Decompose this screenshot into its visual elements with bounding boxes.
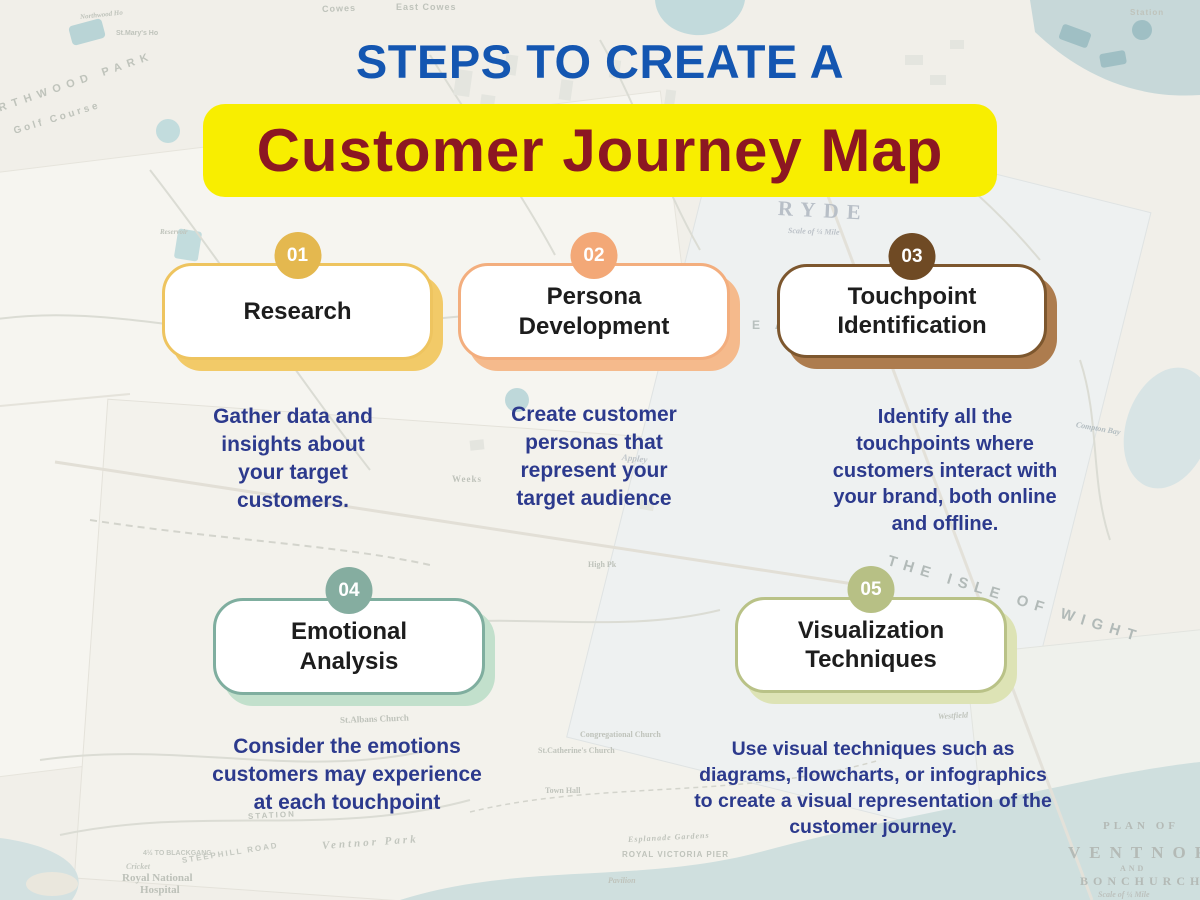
step-3-description: Identify all the touchpoints where custo… xyxy=(832,406,1058,536)
step-4-description: Consider the emotions customers may expe… xyxy=(212,735,482,815)
step-4-emotional-analysis: Emotional Analysis 04 xyxy=(213,567,495,706)
step-2-description: Create customer personas that represent … xyxy=(511,403,677,511)
step-number-badge: 01 xyxy=(274,232,321,279)
step-1-description: Gather data and insights about your targ… xyxy=(213,405,373,513)
step-title: Touchpoint Identification xyxy=(837,282,987,339)
step-2-persona-development: Persona Development 02 xyxy=(458,232,740,371)
step-1-research: Research 01 xyxy=(162,232,443,371)
step-3-touchpoint-identification: Touchpoint Identification 03 xyxy=(777,233,1057,369)
step-title: Persona Development xyxy=(518,283,670,340)
step-number-badge: 04 xyxy=(325,567,373,614)
step-title: Visualization Techniques xyxy=(797,616,945,673)
step-5-visualization-techniques: Visualization Techniques 05 xyxy=(735,566,1017,704)
step-card: Persona Development xyxy=(458,263,730,360)
title-banner: Customer Journey Map xyxy=(203,104,997,197)
step-5-description: Use visual techniques such as diagrams, … xyxy=(694,738,1052,839)
step-number-badge: 02 xyxy=(570,232,618,279)
title-kicker: STEPS TO CREATE A xyxy=(355,35,845,88)
step-number-badge: 05 xyxy=(847,566,895,613)
step-title: Emotional Analysis xyxy=(290,618,407,675)
step-number-badge: 03 xyxy=(888,233,936,280)
page-title: Customer Journey Map xyxy=(256,117,944,184)
step-card: Emotional Analysis xyxy=(213,598,485,695)
step-title: Research xyxy=(243,297,352,325)
